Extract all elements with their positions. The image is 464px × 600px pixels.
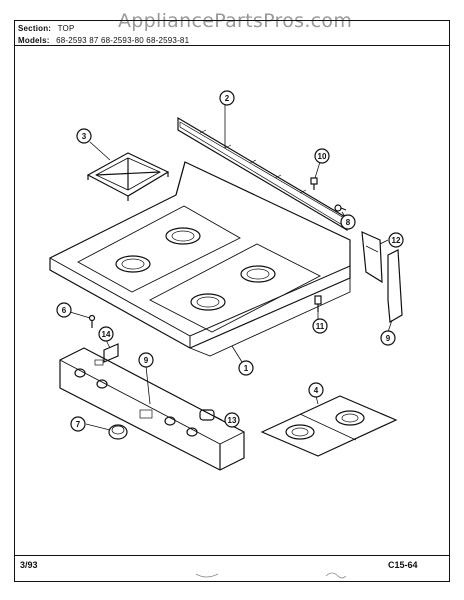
callout-12: 12 [388, 232, 404, 248]
footer-divider [14, 555, 450, 556]
part-fastener [314, 295, 322, 312]
part-screw [88, 314, 96, 328]
callout-13: 13 [224, 412, 240, 428]
header-divider [14, 45, 450, 46]
callout-7: 7 [70, 416, 86, 432]
callout-11: 11 [312, 318, 328, 334]
callout-3: 3 [76, 128, 92, 144]
callout-14: 14 [98, 326, 114, 342]
part-burner-grate [86, 152, 170, 201]
svg-text:4: 4 [314, 386, 319, 395]
part-burner-bowl-insert [260, 395, 398, 457]
callout-9-right: 9 [380, 330, 396, 346]
part-side-trim [387, 249, 403, 323]
leader-lines [69, 104, 393, 431]
models-value: 68-2593 87 68-2593-80 68-2593-81 [56, 36, 190, 45]
svg-text:8: 8 [346, 218, 351, 227]
svg-text:2: 2 [225, 94, 230, 103]
part-main-top [49, 161, 351, 357]
svg-text:6: 6 [62, 306, 67, 315]
svg-text:1: 1 [244, 364, 249, 373]
callout-9-left: 9 [138, 352, 154, 368]
callout-1: 1 [238, 360, 254, 376]
part-screw-right [334, 204, 347, 212]
part-knob-insert [199, 409, 215, 421]
part-clip [310, 177, 318, 190]
watermark: AppliancePartsPros.com [118, 10, 353, 32]
callout-2: 2 [219, 90, 235, 106]
svg-text:7: 7 [76, 420, 81, 429]
svg-text:11: 11 [316, 322, 325, 331]
callout-6: 6 [56, 302, 72, 318]
callout-8: 8 [340, 214, 356, 230]
models-line: Models: 68-2593 87 68-2593-80 68-2593-81 [18, 36, 189, 45]
svg-text:12: 12 [392, 236, 401, 245]
svg-text:10: 10 [318, 152, 327, 161]
svg-text:13: 13 [228, 416, 237, 425]
part-control-knob [108, 424, 128, 440]
part-hinge-bracket [361, 231, 383, 284]
svg-text:14: 14 [102, 330, 111, 339]
part-backguard-trim [177, 116, 348, 232]
section-line: Section: TOP [18, 24, 75, 33]
part-control-panel [59, 347, 245, 471]
section-label: Section: [18, 24, 52, 33]
callout-10: 10 [314, 148, 330, 164]
part-panel-bracket [103, 343, 119, 363]
handwriting-marks [195, 572, 347, 579]
svg-text:9: 9 [144, 356, 149, 365]
svg-text:3: 3 [82, 132, 87, 141]
models-label: Models: [18, 36, 50, 45]
callouts: 2 3 10 8 12 1 11 9 [56, 90, 404, 432]
callout-4: 4 [308, 382, 324, 398]
footer-page-code: C15-64 [388, 560, 418, 570]
footer-date: 3/93 [20, 560, 38, 570]
svg-text:9: 9 [386, 334, 391, 343]
diagram-frame [14, 20, 450, 582]
section-value: TOP [57, 24, 75, 33]
